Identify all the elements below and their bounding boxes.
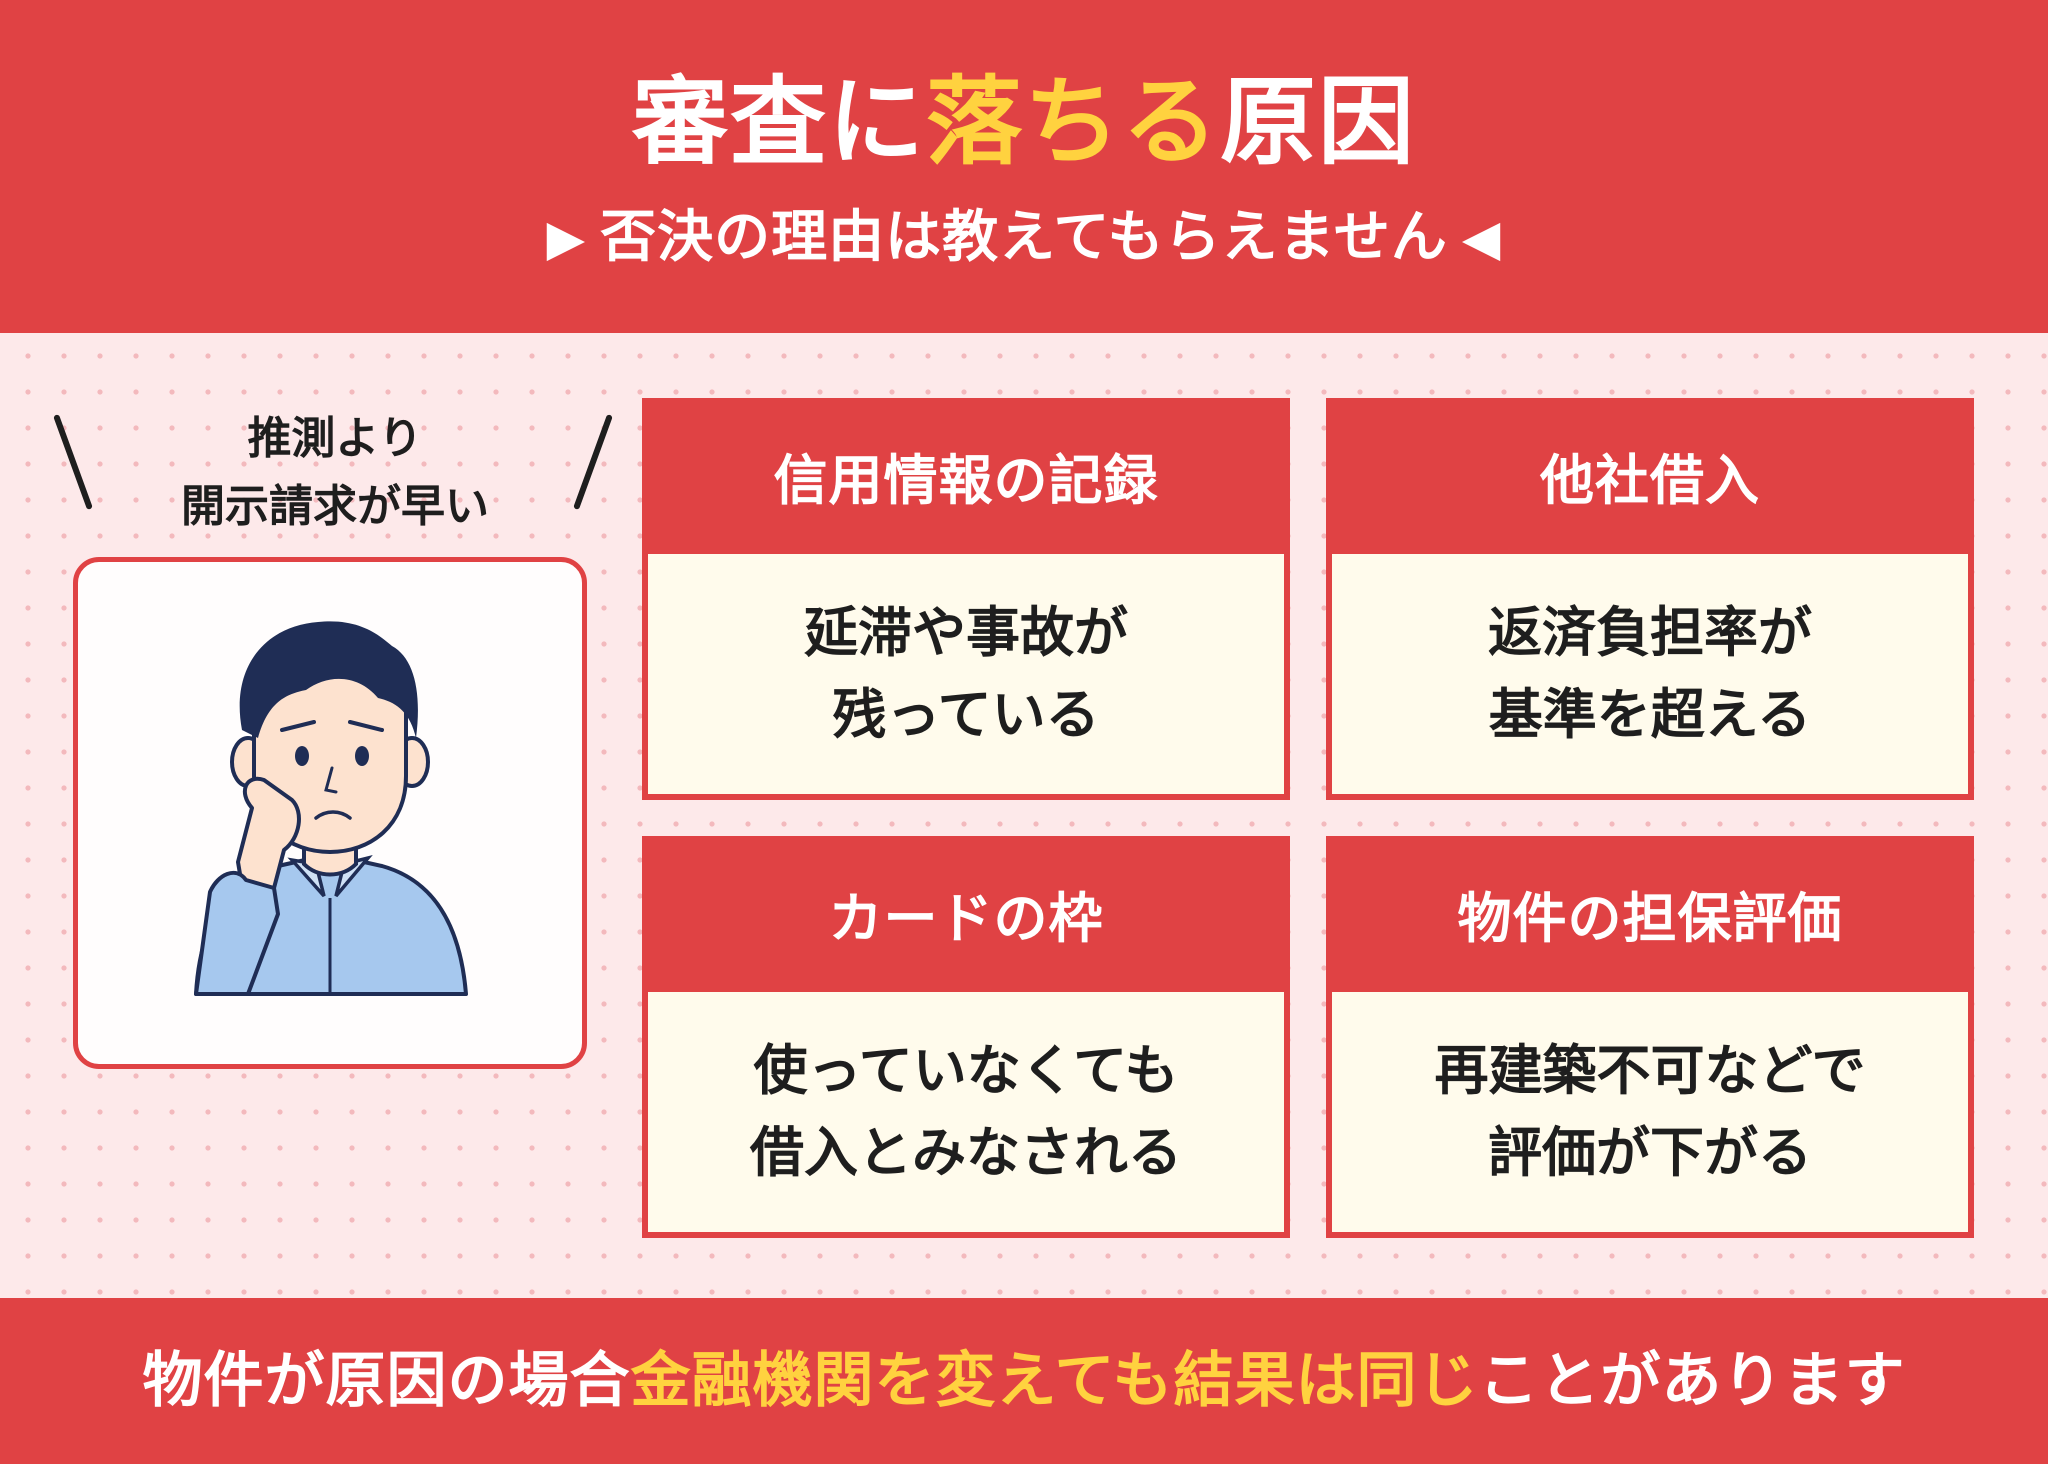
card-line-2: 残っている: [832, 683, 1100, 746]
title-part-3: 原因: [1220, 66, 1416, 178]
illustration-frame: [73, 557, 587, 1069]
footer-part-3: ことがあります: [1478, 1346, 1906, 1416]
reason-card-collateral: 物件の担保評価 再建築不可などで評価が下がる: [1326, 836, 1974, 1238]
reason-card-card-limit: カードの枠 使っていなくても借入とみなされる: [642, 836, 1290, 1238]
card-title: 物件の担保評価: [1457, 887, 1843, 950]
footer-part-1: 物件が原因の場合: [142, 1346, 631, 1416]
card-body: 延滞や事故が残っている: [648, 554, 1284, 794]
subtitle-text: 否決の理由は教えてもらえません: [600, 205, 1448, 270]
card-title: カードの枠: [828, 887, 1104, 950]
title-highlight: 落ちる: [926, 66, 1220, 178]
card-line-1: 延滞や事故が: [804, 601, 1128, 664]
reason-card-other-loans: 他社借入 返済負担率が基準を超える: [1326, 398, 1974, 800]
card-line-2: 借入とみなされる: [750, 1121, 1182, 1184]
page-title: 審査に落ちる原因: [0, 62, 2048, 182]
footer-highlight: 金融機関を変えても結果は同じ: [630, 1346, 1479, 1416]
caption-line-1: 推測より: [247, 413, 423, 464]
card-line-2: 評価が下がる: [1487, 1121, 1812, 1184]
card-line-1: 返済負担率が: [1488, 601, 1812, 664]
speech-caption: 推測より 開示請求が早い: [60, 405, 610, 541]
card-title: 他社借入: [1540, 449, 1760, 512]
triangle-left-icon: ◀: [1461, 209, 1502, 267]
triangle-right-icon: ▶: [546, 209, 587, 267]
reason-card-credit-record: 信用情報の記録 延滞や事故が残っている: [642, 398, 1290, 800]
card-line-2: 基準を超える: [1488, 683, 1812, 746]
card-body: 再建築不可などで評価が下がる: [1332, 992, 1968, 1232]
page-subtitle: ▶否決の理由は教えてもらえません◀: [0, 198, 2048, 278]
card-body: 返済負担率が基準を超える: [1332, 554, 1968, 794]
header-banner: 審査に落ちる原因 ▶否決の理由は教えてもらえません◀: [0, 0, 2048, 333]
card-body: 使っていなくても借入とみなされる: [648, 992, 1284, 1232]
title-part-1: 審査に: [632, 66, 926, 178]
caption-line-2: 開示請求が早い: [181, 481, 489, 532]
worried-man-icon: [194, 621, 468, 996]
card-title: 信用情報の記録: [773, 449, 1159, 512]
card-line-1: 再建築不可などで: [1434, 1039, 1866, 1102]
footer-banner: 物件が原因の場合金融機関を変えても結果は同じことがあります: [0, 1298, 2048, 1464]
card-line-1: 使っていなくても: [753, 1039, 1179, 1102]
